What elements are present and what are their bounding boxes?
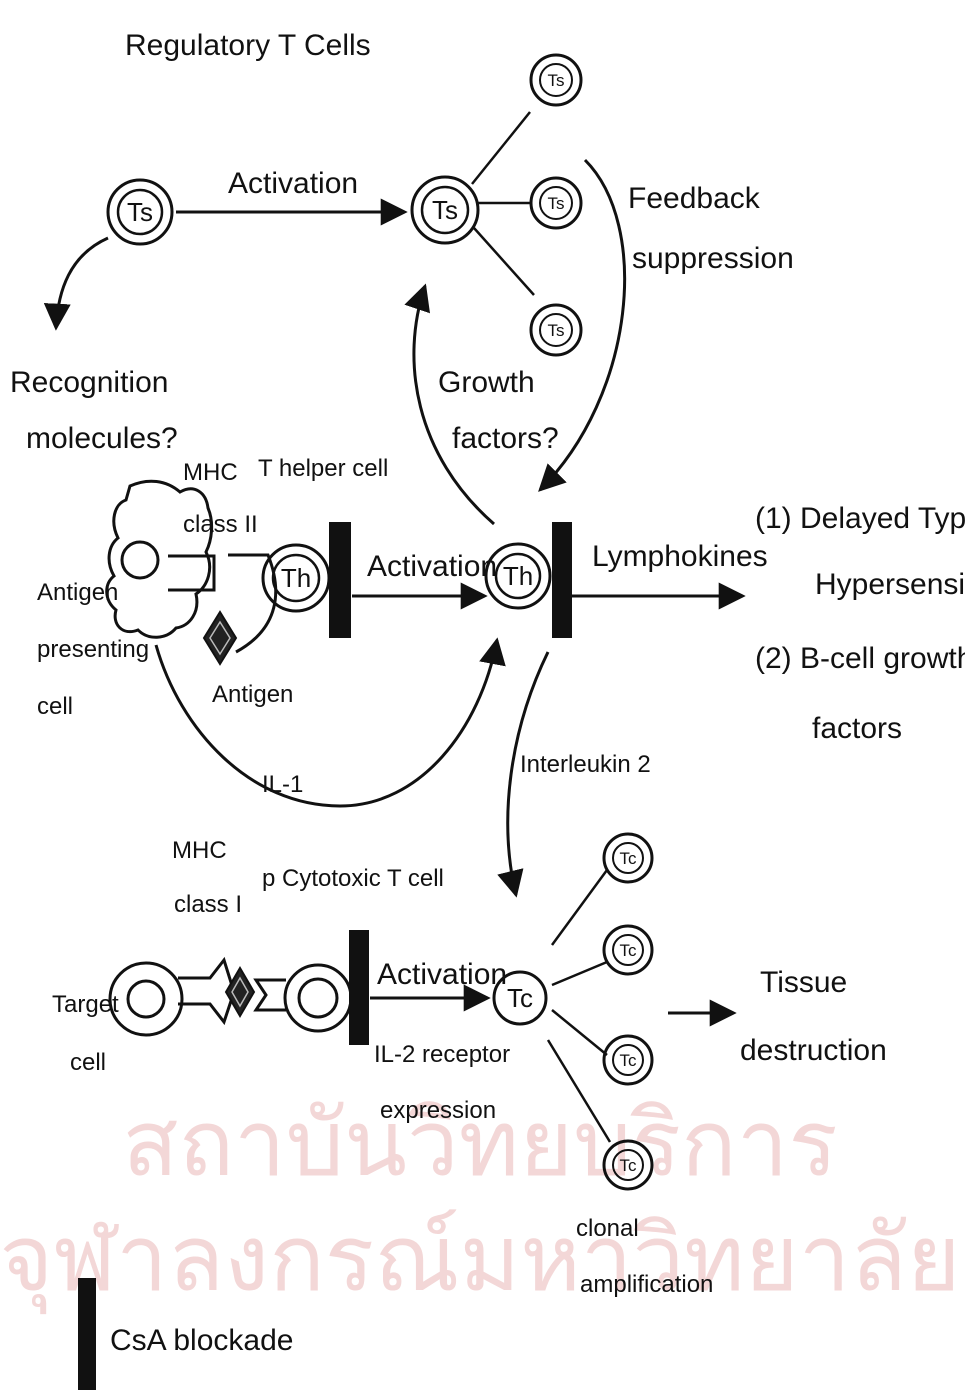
activation-bot-label: Activation: [377, 958, 507, 991]
target-cell: [110, 963, 182, 1035]
tc-clone-2: Tc: [604, 926, 652, 974]
ctl-receptor: [256, 980, 286, 1010]
activation-mid-label: Activation: [367, 550, 497, 583]
mhc2-label-1: MHC: [183, 459, 238, 486]
tc-clone-label: Tc: [620, 849, 638, 868]
ts-cell-resting: Ts: [108, 180, 172, 244]
apc-label-3: cell: [37, 693, 73, 720]
diagram-title: Regulatory T Cells: [125, 29, 371, 62]
target-label-2: cell: [70, 1049, 106, 1076]
antigen-label: Antigen: [212, 681, 293, 708]
tc-clone-label: Tc: [620, 1051, 638, 1070]
feedback-label-1: Feedback: [628, 182, 761, 215]
apc-label-1: Antigen: [37, 579, 118, 606]
ts-branch-line: [472, 112, 530, 184]
ts-cell-label: Ts: [127, 197, 153, 227]
tissue-label-1: Tissue: [760, 966, 847, 999]
tc-clone-1: Tc: [604, 834, 652, 882]
mhc1-label-2: class I: [174, 891, 242, 918]
recognition-arrow: [56, 238, 108, 328]
ts-cell-activated: Ts: [412, 177, 478, 243]
clonal-label-2: amplification: [580, 1271, 713, 1298]
clonal-label-1: clonal: [576, 1215, 639, 1242]
tissue-label-2: destruction: [740, 1034, 887, 1067]
apc-nucleus: [122, 542, 158, 578]
legend-blockade-swatch: [78, 1278, 96, 1390]
legend-label: CsA blockade: [110, 1324, 293, 1357]
th-cell-activated: Th: [486, 544, 550, 608]
csa-blockade-bar: [329, 522, 351, 638]
outcome1-label-1: (1) Delayed Type: [755, 502, 965, 535]
ts-clone-3: Ts: [531, 305, 581, 355]
outcome1-label-2: Hypersensitivity: [815, 568, 965, 601]
tc-branch-line: [552, 1010, 607, 1055]
tc-clone-label: Tc: [620, 1156, 638, 1175]
tc-clone-label: Tc: [620, 941, 638, 960]
growth-factors-arrow: [414, 286, 494, 524]
tc-branch-line: [552, 962, 607, 985]
feedback-label-2: suppression: [632, 242, 794, 275]
pctl-cell: [285, 965, 351, 1031]
apc-label-2: presenting: [37, 636, 149, 663]
recognition-label-1: Recognition: [10, 366, 168, 399]
il1-label: IL-1: [262, 771, 303, 798]
ts-clone-2: Ts: [531, 178, 581, 228]
ts-clone-1: Ts: [531, 55, 581, 105]
growth-label-2: factors?: [452, 422, 559, 455]
ts-cell-activated-label: Ts: [432, 195, 458, 225]
il1-arrow: [156, 640, 497, 806]
thelper-label: T helper cell: [258, 455, 388, 482]
ts-clone-label: Ts: [548, 321, 565, 340]
lymphokines-label: Lymphokines: [592, 540, 768, 573]
mhc2-receptor: [168, 556, 214, 590]
csa-blockade-bar: [349, 930, 369, 1045]
outcome2-label-2: factors: [812, 712, 902, 745]
il2-label: Interleukin 2: [520, 751, 651, 778]
watermark-line2: จุฬาลงกรณ์มหาวิทยาลัย: [0, 1205, 961, 1315]
th-cell-activated-label: Th: [503, 561, 533, 591]
tc-cell-label: Tc: [507, 983, 533, 1013]
target-label-1: Target: [52, 991, 119, 1018]
tc-clone-3: Tc: [604, 1036, 652, 1084]
antigen-diamond: [204, 612, 236, 664]
il2r-label-2: expression: [380, 1097, 496, 1124]
ts-clone-label: Ts: [548, 71, 565, 90]
recognition-label-2: molecules?: [26, 422, 178, 455]
mhc1-label-1: MHC: [172, 837, 227, 864]
th-cell-resting: Th: [263, 545, 329, 611]
ts-clone-label: Ts: [548, 194, 565, 213]
ts-branch-line: [474, 228, 534, 295]
activation-top-label: Activation: [228, 167, 358, 200]
mhc2-label-2: class II: [183, 511, 258, 538]
growth-label-1: Growth: [438, 366, 535, 399]
th-cell-label: Th: [281, 563, 311, 593]
pcytotoxic-label: p Cytotoxic T cell: [262, 865, 444, 892]
tc-branch-line: [552, 870, 607, 945]
outcome2-label-1: (2) B-cell growth: [755, 642, 965, 675]
il2r-label-1: IL-2 receptor: [374, 1041, 510, 1068]
csa-blockade-bar: [552, 522, 572, 638]
